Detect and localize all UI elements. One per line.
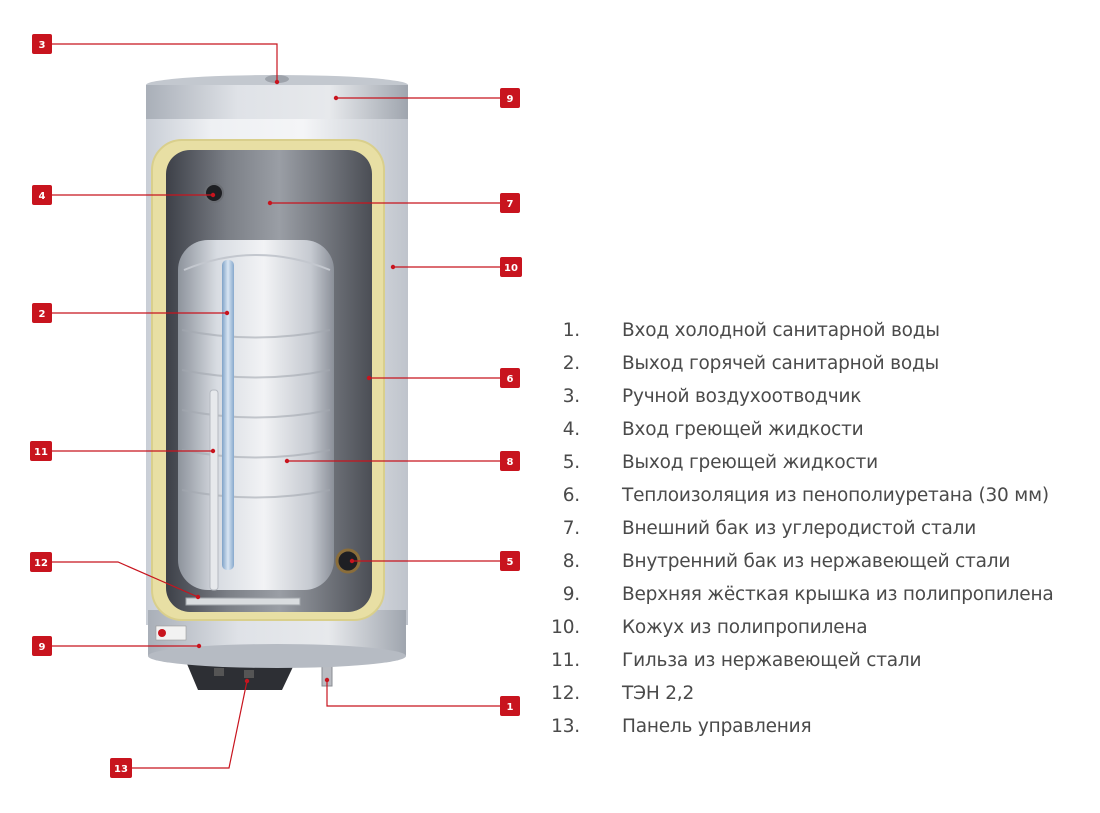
top-cover (146, 85, 408, 119)
legend-item-number: 4. (562, 419, 580, 440)
callout-badge-8: 8 (500, 451, 520, 471)
legend-item: 8. Внутренний бак из нержавеющей стали (540, 545, 1080, 578)
legend-item: 4. Вход греющей жидкости (540, 413, 1080, 446)
legend-item-text: Верхняя жёсткая крышка из полипропилена (622, 584, 1054, 605)
svg-text:9: 9 (507, 94, 514, 105)
leader-dots (195, 79, 396, 684)
water-heater-illustration (146, 75, 408, 690)
callout-badges: 3 9 4 7 10 2 6 11 (30, 34, 522, 778)
control-panel-knob (244, 670, 254, 678)
svg-text:8: 8 (507, 457, 514, 468)
callout-badge-11: 11 (30, 441, 52, 461)
legend-item-number: 7. (562, 518, 580, 539)
legend-item: 6. Теплоизоляция из пенополиуретана (30 м… (540, 479, 1080, 512)
legend-item: 12. ТЭН 2,2 (540, 677, 1080, 710)
inner-tank-corrugations (181, 329, 331, 499)
parts-legend: 1. Вход холодной санитарной воды 2. Выход г… (540, 314, 1080, 743)
control-panel-knob (214, 668, 224, 676)
legend-item: 3. Ручной воздухоотводчик (540, 380, 1080, 413)
legend-item-text: Кожух из полипропилена (622, 617, 868, 638)
legend-item: 2. Выход горячей санитарной воды (540, 347, 1080, 380)
legend-item-text: Выход греющей жидкости (622, 452, 878, 473)
legend-item-number: 6. (562, 485, 580, 506)
callout-badge-5: 5 (500, 551, 520, 571)
svg-text:1: 1 (507, 702, 514, 713)
legend-item-number: 5. (562, 452, 580, 473)
legend-item-number: 13. (551, 716, 580, 737)
legend-item-number: 1. (562, 320, 580, 341)
legend-item-text: Вход холодной санитарной воды (622, 320, 940, 341)
legend-item: 7. Внешний бак из углеродистой стали (540, 512, 1080, 545)
svg-text:6: 6 (507, 374, 514, 385)
callout-badge-12: 12 (30, 552, 52, 572)
svg-text:7: 7 (507, 199, 514, 210)
legend-item-number: 9. (562, 584, 580, 605)
svg-text:2: 2 (39, 309, 46, 320)
callout-badge-10: 10 (500, 257, 522, 277)
legend-item-number: 11. (551, 650, 580, 671)
legend-item: 5. Выход греющей жидкости (540, 446, 1080, 479)
callout-badge-3: 3 (32, 34, 52, 54)
legend-item-number: 10. (551, 617, 580, 638)
svg-text:11: 11 (34, 447, 48, 458)
legend-item-text: ТЭН 2,2 (622, 683, 695, 704)
legend-item-text: Панель управления (622, 716, 812, 737)
legend-item: 10. Кожух из полипропилена (540, 611, 1080, 644)
heating-fluid-inlet-port (204, 183, 224, 203)
legend-item-number: 3. (562, 386, 580, 407)
svg-text:13: 13 (114, 764, 128, 775)
legend-item-text: Вход греющей жидкости (622, 419, 864, 440)
callout-badge-2: 2 (32, 303, 52, 323)
callout-badge-9-bottom: 9 (32, 636, 52, 656)
legend-item: 13. Панель управления (540, 710, 1080, 743)
svg-text:5: 5 (507, 557, 514, 568)
legend-item: 11. Гильза из нержавеющей стали (540, 644, 1080, 677)
brand-logo-mark (158, 629, 166, 637)
legend-item-text: Ручной воздухоотводчик (622, 386, 862, 407)
legend-item-text: Внешний бак из углеродистой стали (622, 518, 977, 539)
callout-badge-13: 13 (110, 758, 132, 778)
bottom-cover-rim (148, 644, 406, 668)
legend-item-text: Гильза из нержавеющей стали (622, 650, 922, 671)
callout-badge-6: 6 (500, 368, 520, 388)
svg-text:3: 3 (39, 40, 46, 51)
legend-item-text: Теплоизоляция из пенополиуретана (30 мм) (622, 485, 1049, 506)
callout-badge-9-top: 9 (500, 88, 520, 108)
callout-badge-7: 7 (500, 193, 520, 213)
legend-item-number: 12. (551, 683, 580, 704)
inner-tank-top (183, 254, 331, 271)
heating-element-coil (185, 597, 301, 606)
leader-lines (52, 43, 510, 769)
legend-item-number: 8. (562, 551, 580, 572)
svg-text:10: 10 (504, 263, 518, 274)
inner-tank-body (178, 240, 334, 590)
sleeve-tube (209, 389, 219, 591)
callout-badge-4: 4 (32, 185, 52, 205)
svg-text:12: 12 (34, 558, 48, 569)
callout-badge-1: 1 (500, 696, 520, 716)
hot-water-pipe (222, 260, 234, 570)
legend-item-number: 2. (562, 353, 580, 374)
svg-text:4: 4 (39, 191, 46, 202)
legend-item-text: Внутренний бак из нержавеющей стали (622, 551, 1011, 572)
legend-item-text: Выход горячей санитарной воды (622, 353, 939, 374)
legend-item: 1. Вход холодной санитарной воды (540, 314, 1080, 347)
svg-text:9: 9 (39, 642, 46, 653)
legend-item: 9. Верхняя жёсткая крышка из полипропилен… (540, 578, 1080, 611)
